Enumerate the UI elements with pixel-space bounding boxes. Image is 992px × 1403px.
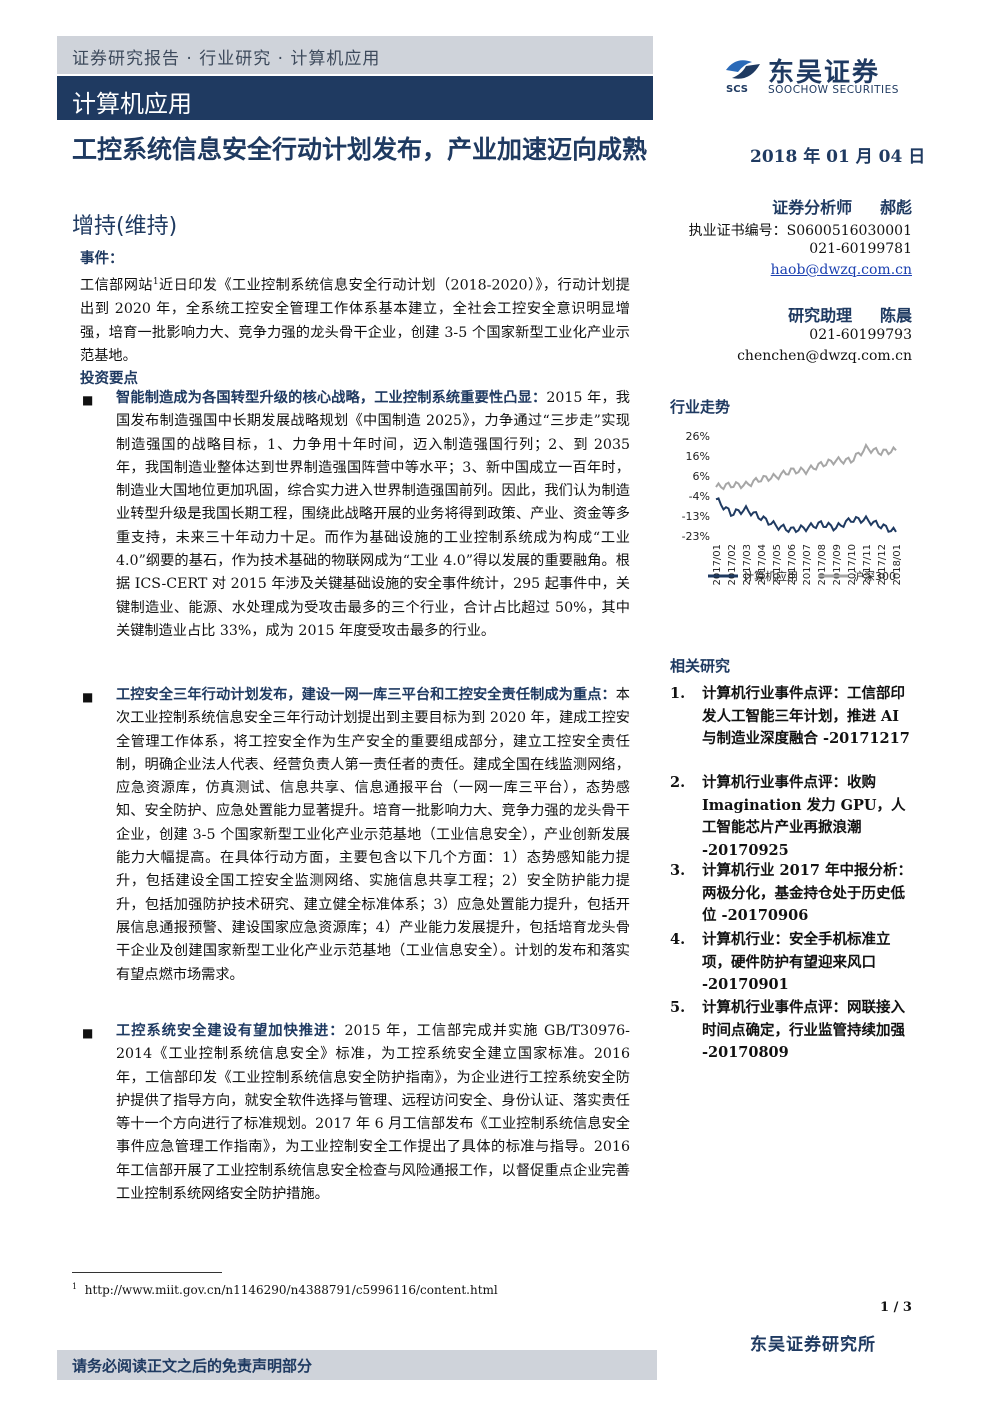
analyst-1: 证券分析师 郝彪 [772, 194, 912, 218]
report-date: 2018 年 01 月 04 日 [750, 147, 926, 167]
x-tick-label: 2017/01 [712, 544, 723, 586]
x-tick-label: 2017/11 [862, 544, 873, 586]
event-heading: 事件： [80, 251, 124, 267]
analyst-role: 研究助理 [788, 306, 853, 325]
legend-label: 计算机应用 [743, 569, 798, 583]
x-tick-label: 2017/02 [727, 544, 738, 586]
point-text: 2015 年，我国发布制造强国中长期发展战略规划《中国制造 2025》，力争通过… [116, 390, 630, 639]
x-tick-label: 2018/01 [892, 544, 903, 586]
analyst-phone: 021-60199793 [809, 327, 912, 343]
x-tick-label: 2017/08 [817, 544, 828, 586]
point-text: 2015 年，工信部完成并实施 GB/T30976-2014《工业控制系统信息安… [116, 1023, 630, 1203]
related-text: 计算机行业事件点评：网联接入时间点确定，行业监管持续加强 -20170809 [702, 999, 905, 1061]
analyst-email[interactable]: haob@dwzq.com.cn [770, 262, 912, 278]
footer-bar [57, 1350, 657, 1380]
analyst-name: 陈晨 [879, 306, 912, 325]
related-item[interactable]: 5. 计算机行业事件点评：网联接入时间点确定，行业监管持续加强 -20170809 [670, 997, 920, 1067]
x-tick-label: 2017/12 [877, 544, 888, 586]
analyst-cert: 执业证书编号：S0600516030001 [688, 223, 912, 239]
x-tick-label: 2017/05 [772, 544, 783, 586]
point-1: 智能制造成为各国转型升级的核心战略，工业控制系统重要性凸显：2015 年，我国发… [116, 387, 630, 643]
y-tick-label: -23% [682, 530, 710, 543]
y-tick-label: 16% [686, 450, 710, 463]
point-text: 本次工业控制系统信息安全三年行动计划提出到主要目标为到 2020 年，建成工控安… [116, 687, 630, 983]
related-item[interactable]: 4. 计算机行业：安全手机标准立项，硬件防护有望迎来风口 -20170901 [670, 929, 920, 999]
bullet-icon: ■ [82, 393, 94, 407]
bullet-icon: ■ [82, 1026, 94, 1040]
footnote: 1 http://www.miit.gov.cn/n1146290/n43887… [72, 1282, 498, 1297]
related-heading: 相关研究 [670, 657, 731, 675]
analyst-role: 证券分析师 [772, 198, 853, 217]
report-title: 工控系统信息安全行动计划发布，产业加速迈向成熟 [72, 135, 648, 164]
breadcrumb: 证券研究报告 · 行业研究 · 计算机应用 [72, 49, 381, 69]
logo-text: 东吴证券 [768, 58, 881, 88]
footnote-divider [72, 1272, 222, 1273]
x-tick-label: 2017/06 [787, 544, 798, 586]
rating: 增持(维持) [72, 214, 178, 239]
x-tick-label: 2017/10 [847, 544, 858, 586]
legend-label: 沪深300 [853, 569, 896, 583]
point-2: 工控安全三年行动计划发布，建设一网一库三平台和工控安全责任制成为重点：本次工业控… [116, 684, 630, 987]
x-tick-label: 2017/03 [742, 544, 753, 586]
related-num: 5. [670, 999, 686, 1016]
related-text: 计算机行业事件点评：工信部印发人工智能三年计划，推进 AI 与制造业深度融合 -… [702, 685, 910, 747]
related-text: 计算机行业：安全手机标准立项，硬件防护有望迎来风口 -20170901 [702, 931, 891, 993]
footnote-ref: 1 [152, 277, 159, 288]
page-number: 1 / 3 [880, 1300, 912, 1315]
y-tick-label: -13% [682, 510, 710, 523]
related-item[interactable]: 3. 计算机行业 2017 年中报分析：两极分化，基金持仓处于历史低位 -2017… [670, 860, 920, 930]
event-text: 工信部网站1近日印发《工业控制系统信息安全行动计划（2018-2020）》，行动… [80, 277, 630, 364]
trend-heading: 行业走势 [670, 398, 731, 416]
related-num: 4. [670, 931, 686, 948]
series-line [715, 497, 897, 534]
trend-chart: 26% 16% 6% -4% -13% -23%2017/01 2017/02 2017/03… [682, 430, 903, 586]
related-num: 3. [670, 862, 686, 879]
x-tick-label: 2017/09 [832, 544, 843, 586]
related-item[interactable]: 1. 计算机行业事件点评：工信部印发人工智能三年计划，推进 AI 与制造业深度融合… [670, 683, 920, 773]
analyst-2: 研究助理 陈晨 [788, 302, 912, 326]
event-section: 事件： 工信部网站1近日印发《工业控制系统信息安全行动计划（2018-2020）… [80, 248, 630, 368]
analyst-name: 郝彪 [879, 198, 912, 217]
sector-bar [57, 76, 653, 120]
related-text: 计算机行业 2017 年中报分析：两极分化，基金持仓处于历史低位 -201709… [702, 862, 912, 924]
y-tick-label: 6% [693, 470, 710, 483]
analyst-phone: 021-60199781 [809, 241, 912, 257]
scs-logo-icon: SCS [726, 60, 760, 95]
bullet-icon: ■ [82, 690, 94, 704]
x-tick-label: 2017/04 [757, 544, 768, 586]
point-bold: 智能制造成为各国转型升级的核心战略，工业控制系统重要性凸显： [116, 390, 547, 406]
logo-subtext: SOOCHOW SECURITIES [768, 84, 899, 96]
related-num: 2. [670, 774, 686, 791]
sector-title: 计算机应用 [72, 90, 192, 118]
logo-mark: SCS [726, 84, 748, 95]
related-text: 计算机行业事件点评：收购 Imagination 发力 GPU，人工智能芯片产业… [702, 774, 906, 859]
y-tick-label: 26% [686, 430, 710, 443]
point-bold: 工控系统安全建设有望加快推进： [116, 1023, 345, 1039]
y-tick-label: -4% [689, 490, 710, 503]
header-bar [57, 36, 653, 74]
related-num: 1. [670, 685, 686, 702]
points-heading: 投资要点 [80, 371, 138, 387]
x-tick-label: 2017/07 [802, 544, 813, 586]
disclaimer: 请务必阅读正文之后的免责声明部分 [72, 1357, 313, 1375]
firm-name: 东吴证券研究所 [750, 1335, 876, 1355]
series-line [715, 442, 897, 491]
footnote-num: 1 [72, 1282, 78, 1291]
footnote-url: http://www.miit.gov.cn/n1146290/n4388791… [84, 1283, 498, 1297]
analyst-email[interactable]: chenchen@dwzq.com.cn [737, 348, 912, 364]
point-3: 工控系统安全建设有望加快推进：2015 年，工信部完成并实施 GB/T30976… [116, 1020, 630, 1206]
related-item[interactable]: 2. 计算机行业事件点评：收购 Imagination 发力 GPU，人工智能芯片… [670, 772, 920, 862]
point-bold: 工控安全三年行动计划发布，建设一网一库三平台和工控安全责任制成为重点： [116, 687, 616, 703]
